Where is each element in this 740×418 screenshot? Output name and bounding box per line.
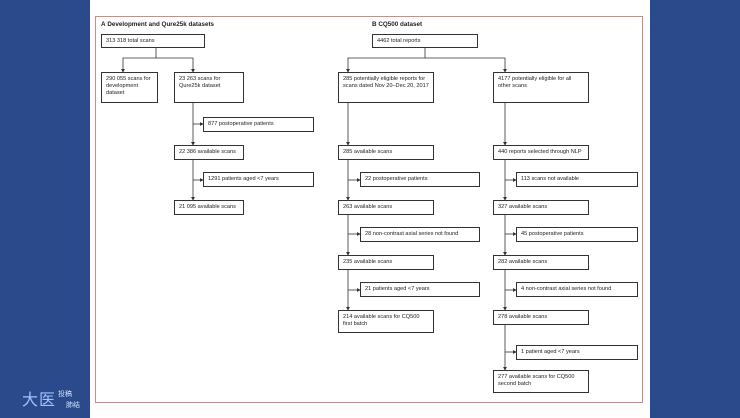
box-a-development: 290 055 scans for development dataset [101, 72, 158, 103]
panel-a-letter: A [101, 21, 106, 28]
watermark-main: 大医 [22, 390, 57, 409]
watermark-line-1: 投稿 [58, 390, 72, 398]
box-br-avail-3: 278 available scans [493, 310, 589, 325]
connector-b-total-left [346, 48, 426, 73]
panel-b-letter: B [372, 21, 377, 28]
box-bl-avail-1: 285 available scans [338, 145, 434, 160]
box-br-avail-2: 282 available scans [493, 255, 589, 270]
box-a-avail-2: 21 095 available scans [174, 200, 244, 215]
box-br-eligible: 4177 potentially eligible for all other … [493, 72, 589, 103]
watermark-logo: 大医 投稿 肺结 [22, 386, 80, 410]
box-a-excl-age: 1291 patients aged <7 years [203, 172, 314, 187]
box-bl-excl-noncontrast: 28 non-contrast axial series not found [360, 227, 480, 242]
box-bl-eligible: 285 potentially eligible reports for sca… [338, 72, 434, 103]
box-a-total: 313 318 total scans [101, 34, 205, 48]
watermark-line-2: 肺结 [66, 401, 80, 409]
box-br-final: 277 available scans for CQ500 second bat… [493, 370, 589, 393]
panel-a-title: A Development and Qure25k datasets [101, 21, 214, 28]
figure-frame [95, 16, 643, 403]
panel-b-title: B CQ500 dataset [372, 21, 422, 28]
box-br-excl-noncontrast: 4 non-contrast axial series not found [516, 282, 638, 297]
box-br-avail-1: 327 available scans [493, 200, 589, 215]
box-bl-avail-2: 263 available scans [338, 200, 434, 215]
box-br-excl-postoperative: 45 postoperative patients [516, 227, 638, 242]
box-b-total: 4462 total reports [372, 34, 478, 48]
connector-b-total-right [425, 57, 507, 73]
box-br-excl-age: 1 patient aged <7 years [516, 345, 638, 360]
panel-a-heading: Development and Qure25k datasets [107, 21, 215, 28]
box-bl-excl-age: 21 patients aged <7 years [360, 282, 480, 297]
box-a-excl-postoperative: 877 postoperative patients [203, 117, 314, 132]
box-br-nlp: 440 reports selected through NLP [493, 145, 589, 160]
connector-a-total-qure [156, 57, 195, 73]
box-bl-avail-3: 235 available scans [338, 255, 434, 270]
box-a-avail-1: 22 386 available scans [174, 145, 244, 160]
box-bl-final: 214 available scans for CQ500 first batc… [338, 310, 434, 333]
box-br-excl-unavailable: 113 scans not available [516, 172, 638, 187]
connector-a-total-dev [121, 48, 157, 73]
box-a-qure25k: 23 263 scans for Qure25k dataset [174, 72, 244, 103]
box-bl-excl-postoperative: 22 postoperative patients [360, 172, 480, 187]
panel-b-heading: CQ500 dataset [378, 21, 423, 28]
